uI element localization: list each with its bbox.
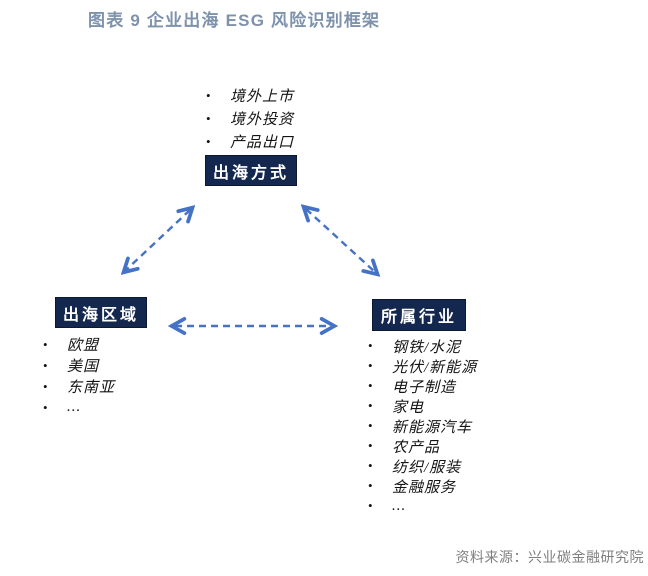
list-item: • 境外上市	[198, 84, 294, 107]
bullet-icon: •	[206, 87, 211, 103]
figure-title: 图表 9 企业出海 ESG 风险识别框架	[88, 11, 381, 30]
list-item: • 美国	[35, 355, 115, 376]
arrow-method-region-icon	[126, 210, 190, 270]
bullet-icon: •	[206, 110, 211, 126]
list-item-label: 境外投资	[230, 112, 295, 128]
bullet-icon: •	[368, 498, 373, 513]
list-item-label: 产品出口	[230, 135, 295, 151]
arrow-method-industry-icon	[306, 209, 375, 272]
list-item-label: 农产品	[392, 439, 441, 456]
method-bullet-list: • 境外上市 • 境外投资 • 产品出口	[198, 84, 294, 153]
node-industry-label: 所属行业	[380, 309, 457, 326]
bullet-icon: •	[368, 458, 373, 473]
list-item-label: 家电	[392, 399, 425, 416]
list-item: • 家电	[360, 396, 477, 416]
bullet-icon: •	[43, 357, 48, 373]
bullet-icon: •	[368, 358, 373, 373]
list-item-label: ...	[392, 497, 407, 514]
list-item: • 纺织/服装	[360, 456, 477, 476]
list-item-label: 美国	[67, 359, 100, 375]
bullet-icon: •	[368, 398, 373, 413]
list-item: • 新能源汽车	[360, 416, 477, 436]
bullet-icon: •	[368, 338, 373, 353]
bullet-icon: •	[43, 378, 48, 394]
list-item-label: 钢铁/水泥	[392, 339, 462, 356]
node-method-label: 出海方式	[212, 164, 289, 182]
node-industry-box: 所属行业	[372, 299, 466, 331]
bullet-icon: •	[368, 438, 373, 453]
bullet-icon: •	[43, 399, 48, 415]
list-item-label: 东南亚	[67, 380, 116, 396]
list-item-label: 电子制造	[392, 379, 457, 396]
list-item: • 光伏/新能源	[360, 356, 477, 376]
node-region-box: 出海区域	[55, 297, 147, 328]
list-item: • 电子制造	[360, 376, 477, 396]
industry-bullet-list: • 钢铁/水泥 • 光伏/新能源 • 电子制造 • 家电 • 新能源汽车 • 农产品 • 纺织/服装 • 金融…	[360, 336, 477, 516]
list-item: • 金融服务	[360, 476, 477, 496]
list-item: • 欧盟	[35, 334, 115, 355]
list-item: • 境外投资	[198, 107, 294, 130]
list-item-label: 金融服务	[392, 479, 457, 496]
list-item: • 钢铁/水泥	[360, 336, 477, 356]
list-item: • 产品出口	[198, 130, 294, 153]
list-item: • 东南亚	[35, 376, 115, 397]
source-attribution: 资料来源：兴业碳金融研究院	[455, 549, 644, 565]
list-item-label: 新能源汽车	[392, 419, 473, 436]
list-item-label: 纺织/服装	[392, 459, 462, 476]
bullet-icon: •	[206, 133, 211, 149]
bullet-icon: •	[43, 336, 48, 352]
node-region-label: 出海区域	[62, 306, 139, 324]
list-item-label: ...	[67, 399, 82, 415]
list-item: •...	[360, 496, 477, 516]
list-item-label: 欧盟	[67, 338, 100, 354]
list-item-label: 光伏/新能源	[392, 359, 478, 376]
bullet-icon: •	[368, 378, 373, 393]
region-bullet-list: •欧盟•美国•东南亚•...	[35, 334, 115, 418]
list-item: • 农产品	[360, 436, 477, 456]
list-item: •...	[35, 397, 115, 418]
bullet-icon: •	[368, 478, 373, 493]
node-method-box: 出海方式	[205, 155, 297, 186]
bullet-icon: •	[368, 418, 373, 433]
list-item-label: 境外上市	[230, 89, 295, 105]
